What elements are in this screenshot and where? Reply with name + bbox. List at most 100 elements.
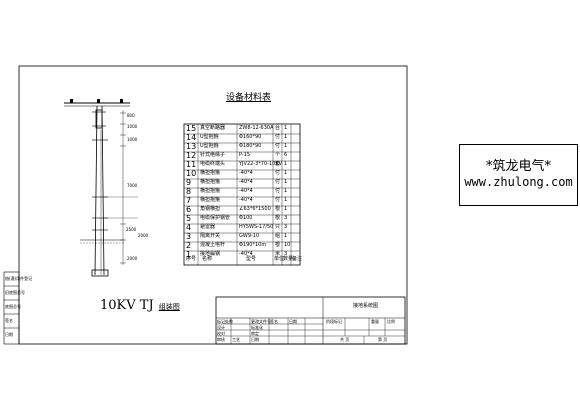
left-tb-4: 日期 <box>5 332 13 337</box>
table-cell-name: 接地扁钢 <box>200 251 221 257</box>
table-cell-no: 5 <box>186 214 192 223</box>
table-cell-qty: 6 <box>284 152 288 158</box>
table-cell-spec: P-15 <box>239 152 251 158</box>
table-cell-qty: 1 <box>284 134 288 140</box>
dim-4: 2500 <box>126 227 137 232</box>
dim-1: 1000 <box>127 124 138 129</box>
table-cell-spec: GW9-10 <box>239 233 260 239</box>
table-cell-unit: 根 <box>275 242 281 248</box>
table-cell-no: 12 <box>186 151 197 160</box>
table-cell-no: 4 <box>186 223 192 232</box>
header-name: 名称 <box>202 256 213 262</box>
sheet-frame <box>18 65 408 345</box>
table-cell-unit: 付 <box>275 143 281 149</box>
header-spec: 型号 <box>246 256 257 262</box>
tb-r1-3: 日期 <box>289 319 297 324</box>
caption-cn: 组装图 <box>158 303 180 311</box>
table-cell-name: 真空断路器 <box>200 125 226 131</box>
table-cell-no: 15 <box>186 124 197 133</box>
drawing-caption: 10KV TJ 组装图 <box>100 294 180 313</box>
dim-5: 2000 <box>138 233 149 238</box>
table-cell-name: U型抱箍 <box>200 134 219 140</box>
table-cell-name: 角钢横担 <box>200 206 221 212</box>
table-cell-spec: -40*4 <box>239 179 253 185</box>
tb-r1-2: 签名 <box>270 319 278 324</box>
dim-6: 2000 <box>127 256 138 261</box>
table-cell-no: 9 <box>186 178 192 187</box>
left-tb-0: 借(通)用件登记 <box>5 276 33 281</box>
table-cell-no: 10 <box>186 169 197 178</box>
table-cell-no: 6 <box>186 205 192 214</box>
table-cell-name: 针式绝缘子 <box>200 152 226 158</box>
header-no: 序号 <box>186 256 197 262</box>
tb-r4-0: 审核 <box>217 337 225 342</box>
table-cell-spec: -40*4 <box>239 188 253 194</box>
table-cell-name: 电缆保护钢管 <box>200 215 231 221</box>
left-strip <box>3 271 20 345</box>
table-cell-qty: 1 <box>284 233 288 239</box>
table-cell-name: 横担抱箍 <box>200 179 221 185</box>
header-unit: 单位 <box>274 256 285 262</box>
table-cell-spec: Φ190*10m <box>239 242 267 248</box>
header-qty: 数量 <box>283 256 294 262</box>
table-cell-no: 7 <box>186 196 192 205</box>
table-cell-qty: 1 <box>284 161 288 167</box>
table-cell-spec: ∠63*6*1500 <box>239 206 271 212</box>
watermark-line2: www.zhulong.com <box>464 175 573 189</box>
table-cell-no: 11 <box>186 160 197 169</box>
table-cell-qty: 1 <box>284 197 288 203</box>
table-cell-name: 电缆终端头 <box>200 161 226 167</box>
table-cell-name: 横担抱箍 <box>200 197 221 203</box>
tb-r3-1: 审定 <box>251 331 259 336</box>
table-cell-qty: 1 <box>284 179 288 185</box>
table-cell-qty: 10 <box>284 242 291 248</box>
table-cell-qty: 1 <box>284 125 288 131</box>
table-cell-spec: Φ100 <box>239 215 253 221</box>
table-cell-unit: 根 <box>275 215 281 221</box>
table-cell-no: 1 <box>186 250 192 259</box>
dim-2: 1000 <box>127 137 138 142</box>
table-cell-qty: 1 <box>284 188 288 194</box>
drawing-title: 接地系统图 <box>353 303 379 309</box>
table-cell-name: U型抱箍 <box>200 143 219 149</box>
table-cell-unit: 付 <box>275 134 281 140</box>
title-block-grid <box>215 296 406 345</box>
tb-mid-2: 比例 <box>387 319 395 324</box>
tb-r2-1: 标准化 <box>251 325 263 330</box>
table-cell-unit: 台 <box>275 125 281 131</box>
table-cell-spec: Φ180*90 <box>239 143 262 149</box>
tb-r5-0: 工艺 <box>232 337 240 342</box>
table-cell-no: 8 <box>186 187 192 196</box>
tb-r1-0: 标记处数 <box>217 319 233 324</box>
table-cell-name: 横担抱箍 <box>200 188 221 194</box>
table-cell-spec: ZW8-12-630A <box>239 125 274 131</box>
table-cell-unit: 米 <box>275 251 281 257</box>
table-cell-no: 3 <box>186 232 192 241</box>
header-note: 备注 <box>292 256 303 262</box>
tb-r2-0: 设计 <box>217 325 225 330</box>
tb-r5-1: 日期 <box>251 337 259 342</box>
table-cell-unit: 付 <box>275 188 281 194</box>
caption-main: 10KV TJ <box>100 298 154 313</box>
tb-r1-1: 更改文件号 <box>251 319 271 324</box>
tb-sheet-1: 第 页 <box>378 337 388 342</box>
table-cell-no: 2 <box>186 241 192 250</box>
table-cell-spec: HY5WS-17/50 <box>239 224 274 230</box>
dim-0: 800 <box>127 113 135 118</box>
table-cell-qty: 1 <box>284 143 288 149</box>
table-cell-name: 混凝土电杆 <box>200 242 226 248</box>
table-cell-qty: 1 <box>284 206 288 212</box>
table-title: 设备材料表 <box>226 93 272 103</box>
table-cell-qty: 1 <box>284 170 288 176</box>
table-cell-qty: 3 <box>284 215 288 221</box>
table-cell-no: 14 <box>186 133 197 142</box>
table-cell-name: 横担抱箍 <box>200 170 221 176</box>
table-cell-unit: 套 <box>275 161 281 167</box>
table-cell-name: 隔离开关 <box>200 233 221 239</box>
watermark-box: *筑龙电气* www.zhulong.com <box>459 144 578 206</box>
tb-r3-0: 校对 <box>217 331 225 336</box>
tb-sheet-0: 共 页 <box>340 337 350 342</box>
table-cell-qty: 3 <box>284 224 288 230</box>
table-cell-spec: Φ160*90 <box>239 134 262 140</box>
left-tb-3: 签名 <box>5 318 13 323</box>
